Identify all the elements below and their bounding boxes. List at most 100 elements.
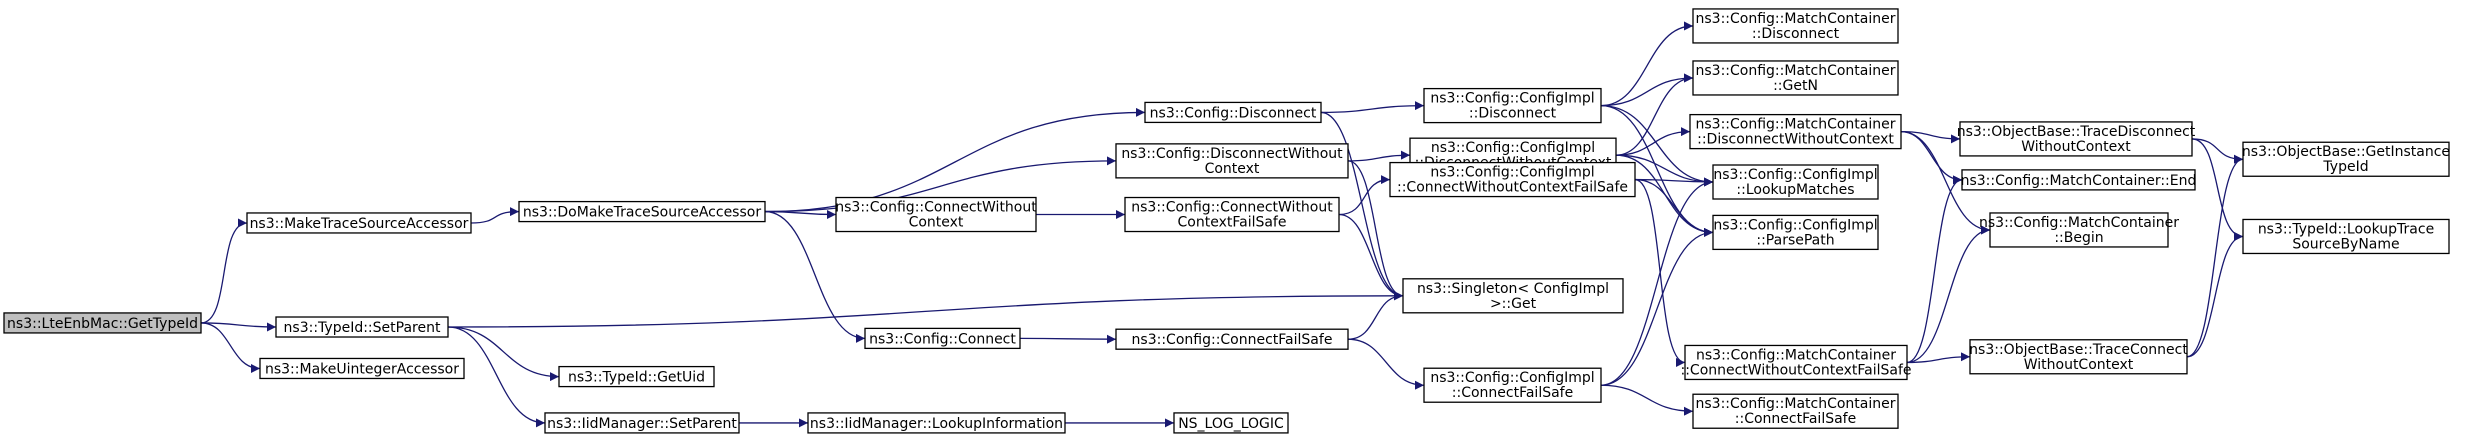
node-label: ns3::Config::ConfigImpl	[1430, 91, 1594, 107]
node-label: ::Disconnect	[1752, 26, 1840, 42]
node-label: ns3::Singleton< ConfigImpl	[1417, 281, 1609, 297]
node-label: >::Get	[1490, 296, 1537, 312]
node-box	[518, 200, 766, 223]
edge-n5-to-n13	[1347, 160, 1404, 301]
edge-n4-to-n13	[1320, 111, 1404, 301]
node-ns3-config-connect[interactable]: ns3::Config::Connect	[864, 327, 1021, 350]
node-label: ns3::ObjectBase::GetInstance	[2242, 144, 2450, 160]
node-label: ns3::IidManager::LookupInformation	[810, 416, 1063, 432]
node-label: ::LookupMatches	[1736, 182, 1854, 198]
node-ns3-singleton-configimpl-get[interactable]: ns3::Singleton< ConfigImpl >::Get	[1402, 278, 1624, 314]
node-ns3-config-connectwithoutcontext[interactable]: ns3::Config::ConnectWithoutContext	[835, 196, 1037, 233]
edge-n10-to-n15	[1600, 21, 1694, 107]
node-ns3-config-configimpl-lookupmatches[interactable]: ns3::Config::ConfigImpl::LookupMatches	[1712, 164, 1879, 200]
node-label: Context	[1205, 161, 1260, 177]
node-ns3-typeid-setparent[interactable]: ns3::TypeId::SetParent	[275, 316, 449, 338]
edge-n20-to-n23	[1906, 175, 1963, 364]
node-ns3-config-disconnect[interactable]: ns3::Config::Disconnect	[1144, 101, 1322, 124]
node-label: ns3::ObjectBase::TraceDisconnect	[1957, 124, 2196, 140]
edge-n5-to-n11	[1347, 150, 1411, 162]
node-ns3-typeid-getuid[interactable]: ns3::TypeId::GetUid	[558, 365, 715, 388]
node-ns3-config-connectwithoutcontextfailsafe[interactable]: ns3::Config::ConnectWithoutContextFailSa…	[1124, 196, 1340, 233]
node-ns3-config-configimpl-disconnect[interactable]: ns3::Config::ConfigImpl::Disconnect	[1423, 87, 1602, 124]
node-ns3-config-configimpl-parsepath[interactable]: ns3::Config::ConfigImpl::ParsePath	[1712, 214, 1879, 251]
edge-n2-to-n3	[470, 207, 520, 224]
node-box	[2242, 218, 2450, 255]
node-box	[1124, 196, 1340, 233]
node-label: ns3::MakeTraceSourceAccessor	[250, 216, 469, 232]
node-box	[1712, 164, 1879, 200]
node-box	[1961, 169, 2196, 191]
edge-n7-to-n9	[1019, 334, 1117, 344]
node-box	[1684, 344, 1908, 381]
node-box	[2242, 141, 2450, 177]
node-box	[1115, 143, 1349, 179]
node-box	[1144, 101, 1322, 124]
node-label: ::Begin	[2054, 230, 2103, 246]
node-ns3-config-matchcontainer-connectfailsafe[interactable]: ns3::Config::MatchContainer::ConnectFail…	[1692, 393, 1899, 429]
node-ns3-config-configimpl-connectwithoutcontextfailsafe[interactable]: ns3::Config::ConfigImpl::ConnectWithoutC…	[1389, 161, 1636, 198]
node-box	[1692, 393, 1899, 429]
node-box	[275, 316, 449, 338]
node-ns3-iidmanager-lookupinformation[interactable]: ns3::IidManager::LookupInformation	[807, 412, 1066, 434]
node-label: TypeId	[2322, 159, 2368, 175]
node-ns3-config-matchcontainer-begin[interactable]: ns3::Config::MatchContainer::Begin	[1979, 212, 2179, 248]
node-label: ns3::Config::DisconnectWithout	[1121, 146, 1343, 162]
edge-n9-to-n13	[1347, 291, 1404, 340]
node-ns-log-logic[interactable]: NS_LOG_LOGIC	[1173, 412, 1289, 434]
node-label: ns3::Config::MatchContainer	[1696, 117, 1896, 133]
node-label: ns3::Config::ConfigImpl	[1713, 167, 1877, 183]
node-label: ns3::Config::MatchContainer	[1979, 215, 2179, 231]
node-box	[558, 365, 715, 388]
node-ns3-config-disconnectwithoutcontext[interactable]: ns3::Config::DisconnectWithoutContext	[1115, 143, 1349, 179]
node-box	[246, 212, 472, 234]
edge-n28-to-n29	[447, 326, 560, 382]
node-label: ns3::Config::ConfigImpl	[1713, 217, 1877, 233]
edge-n11-to-n17	[1615, 127, 1691, 156]
node-ns3-config-configimpl-connectfailsafe[interactable]: ns3::Config::ConfigImpl::ConnectFailSafe	[1423, 367, 1602, 403]
node-box	[1692, 8, 1899, 44]
node-ns3-makeuintegeraccessor[interactable]: ns3::MakeUintegerAccessor	[259, 357, 465, 380]
edge-n11-to-n18	[1615, 154, 1714, 187]
call-edges	[200, 21, 2244, 428]
node-ns3-maketracesourceaccessor[interactable]: ns3::MakeTraceSourceAccessor	[246, 212, 472, 234]
node-ns3-objectbase-tracedisconnectwithoutcontext[interactable]: ns3::ObjectBase::TraceDisconnectWithoutC…	[1957, 121, 2196, 157]
node-ns3-config-matchcontainer-connectwithoutcontextfailsafe[interactable]: ns3::Config::MatchContainer::ConnectWith…	[1680, 344, 1912, 381]
node-label: WithoutContext	[2021, 139, 2131, 155]
node-label: ns3::Config::ConfigImpl	[1430, 165, 1594, 181]
node-label: ns3::Config::ConfigImpl	[1430, 370, 1594, 386]
node-box	[3, 312, 202, 334]
node-ns3-lteenbmac-gettypeid[interactable]: ns3::LteEnbMac::GetTypeId	[3, 312, 202, 334]
node-label: ns3::Config::ConnectFailSafe	[1132, 332, 1333, 348]
node-box	[835, 196, 1037, 233]
node-ns3-config-matchcontainer-disconnect[interactable]: ns3::Config::MatchContainer::Disconnect	[1692, 8, 1899, 44]
node-label: ns3::Config::ConnectWithout	[1131, 200, 1333, 216]
node-label: ::ConnectFailSafe	[1452, 385, 1573, 401]
edge-n14-to-n19	[1600, 227, 1714, 386]
node-label: ::ConnectFailSafe	[1735, 411, 1856, 427]
node-box	[1173, 412, 1289, 434]
node-ns3-config-matchcontainer-end[interactable]: ns3::Config::MatchContainer::End	[1961, 169, 2197, 191]
edge-n14-to-n18	[1600, 177, 1714, 386]
edge-n3-to-n7	[764, 210, 866, 343]
node-box	[544, 412, 740, 434]
edge-n25-to-n26	[2186, 154, 2244, 358]
node-ns3-config-connectfailsafe[interactable]: ns3::Config::ConnectFailSafe	[1115, 328, 1349, 350]
edge-n3-to-n5	[764, 156, 1117, 213]
node-ns3-config-matchcontainer-disconnectwithoutcontext[interactable]: ns3::Config::MatchContainer::DisconnectW…	[1689, 113, 1902, 150]
node-ns3-iidmanager-setparent[interactable]: ns3::IidManager::SetParent	[544, 412, 740, 434]
node-ns3-objectbase-traceconnectwithoutcontext[interactable]: ns3::ObjectBase::TraceConnectWithoutCont…	[1969, 339, 2188, 375]
node-ns3-config-matchcontainer-getn[interactable]: ns3::Config::MatchContainer::GetN	[1692, 60, 1899, 96]
edge-n9-to-n14	[1347, 338, 1425, 390]
node-label: NS_LOG_LOGIC	[1178, 416, 1284, 432]
edge-n12-to-n19	[1634, 178, 1714, 237]
node-box	[1423, 87, 1602, 124]
edge-n1-to-n33	[200, 322, 261, 373]
edge-n8-to-n13	[1338, 213, 1404, 301]
node-ns3-domaketracesourceaccessor[interactable]: ns3::DoMakeTraceSourceAccessor	[518, 200, 766, 223]
node-label: ns3::Config::MatchContainer	[1696, 63, 1896, 79]
node-label: ::DisconnectWithoutContext	[1697, 132, 1894, 148]
